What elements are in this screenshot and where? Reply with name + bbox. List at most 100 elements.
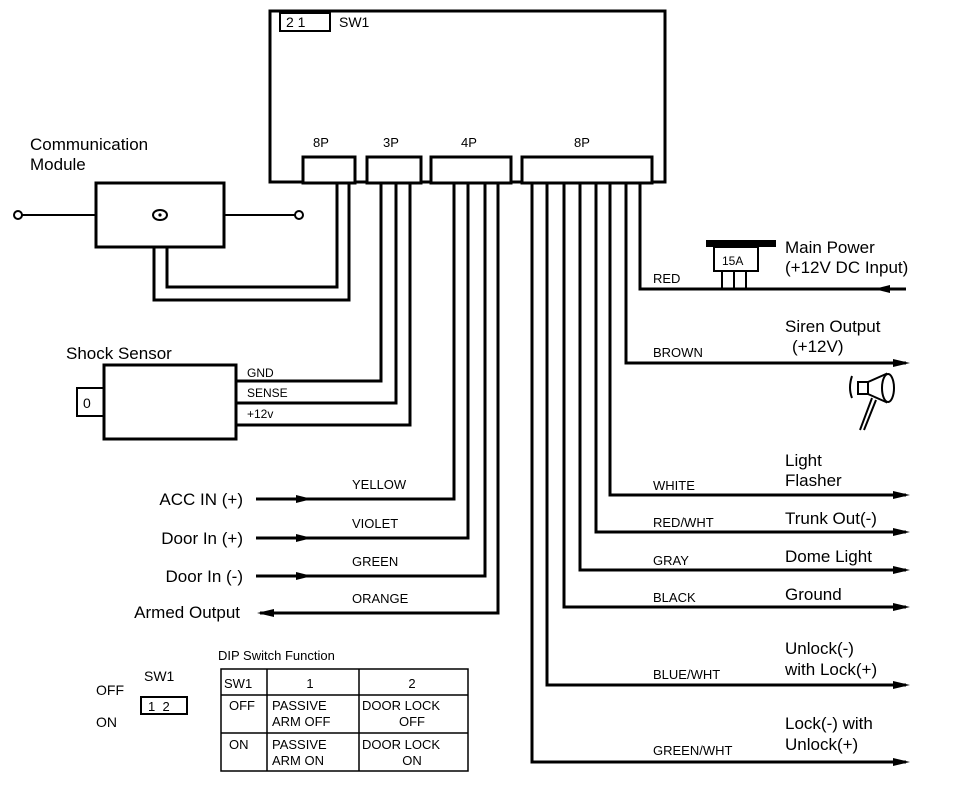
wire-label-orange: ORANGE	[352, 591, 409, 606]
dip-table-title: DIP Switch Function	[218, 648, 335, 663]
dip-function-table	[220, 668, 469, 772]
dip-switch-positions: 1 2	[148, 699, 170, 714]
dip-row-off-col2-line1: DOOR LOCK	[362, 698, 440, 713]
shock-sensor-box	[102, 363, 238, 441]
dip-switch-box	[140, 696, 188, 715]
wire-label-green: GREEN	[352, 554, 398, 569]
lock-label-2: Unlock(+)	[785, 735, 858, 754]
fuse-body	[713, 246, 759, 272]
shock-sensor-pin-sense: SENSE	[247, 386, 288, 400]
arrow-siren	[893, 359, 910, 367]
wire-green-wht	[530, 183, 906, 764]
dome-light-label: Dome Light	[785, 547, 872, 566]
wire-brown	[624, 183, 906, 365]
wire-label-red: RED	[653, 271, 680, 286]
arrow-door-in-plus	[296, 534, 312, 542]
arrow-light-flasher	[893, 491, 910, 499]
connector-8p-right	[520, 155, 654, 185]
siren-label-2: (+12V)	[792, 337, 844, 356]
arrow-door-in-minus	[296, 572, 312, 580]
fuse-holder	[706, 240, 776, 247]
wire-label-red-wht: RED/WHT	[653, 515, 714, 530]
antenna-terminal-right	[294, 210, 304, 220]
comm-module-lens-icon	[152, 209, 168, 221]
dip-on-label: ON	[96, 714, 117, 730]
connector-label-8p-right: 8P	[574, 135, 590, 150]
arrow-lock	[893, 758, 910, 766]
sw1-switch-positions: 2 1	[286, 14, 306, 30]
dip-row-on-col2-line1: DOOR LOCK	[362, 737, 440, 752]
connector-8p-left	[301, 155, 357, 185]
dip-row-on-state: ON	[229, 737, 249, 752]
left-label-door-in-plus: Door In (+)	[161, 529, 243, 548]
connector-label-4p: 4P	[461, 135, 477, 150]
dip-row-off-col2-line2: OFF	[399, 714, 425, 729]
arrow-ground	[893, 603, 910, 611]
wire-red	[638, 183, 906, 291]
connector-label-3p: 3P	[383, 135, 399, 150]
main-power-label-2: (+12V DC Input)	[785, 258, 908, 277]
sensor-wire-sense	[236, 183, 398, 405]
sw1-switch-label: SW1	[339, 14, 370, 30]
dip-row-off-state: OFF	[229, 698, 255, 713]
comm-module-label-2: Module	[30, 155, 86, 174]
wire-label-gray: GRAY	[653, 553, 689, 568]
wire-label-brown: BROWN	[653, 345, 703, 360]
arrow-unlock	[893, 681, 910, 689]
dip-row-off-col1-line2: ARM OFF	[272, 714, 331, 729]
wire-black	[562, 183, 906, 609]
shock-sensor-label: Shock Sensor	[66, 344, 172, 363]
comm-module-label-1: Communication	[30, 135, 148, 154]
dip-row-on-col1-line1: PASSIVE	[272, 737, 327, 752]
siren-horn-icon	[849, 372, 895, 431]
antenna-terminal-left	[13, 210, 23, 220]
dip-table-header-1: 1	[306, 676, 313, 691]
connector-3p	[365, 155, 423, 185]
control-unit-box	[268, 9, 667, 184]
dip-off-label: OFF	[96, 682, 124, 698]
dip-sw1-label: SW1	[144, 668, 175, 684]
dip-row-on-col1-line2: ARM ON	[272, 753, 324, 768]
lock-label-1: Lock(-) with	[785, 714, 873, 733]
dip-table-header-2: 2	[408, 676, 415, 691]
dip-row-on-col2-line2: ON	[402, 753, 422, 768]
siren-label-1: Siren Output	[785, 317, 881, 336]
wire-white	[608, 183, 906, 497]
shock-sensor-pin-12v: +12v	[247, 407, 273, 421]
light-flasher-label-1: Light	[785, 451, 822, 470]
arrow-trunk-out	[893, 528, 910, 536]
arrow-acc-in	[296, 495, 312, 503]
wire-violet	[256, 183, 470, 540]
wire-label-blue-wht: BLUE/WHT	[653, 667, 720, 682]
wire-label-violet: VIOLET	[352, 516, 398, 531]
left-label-acc-in: ACC IN (+)	[159, 490, 243, 509]
sw1-switch-box	[279, 12, 331, 32]
unlock-label-1: Unlock(-)	[785, 639, 854, 658]
left-label-armed-output: Armed Output	[134, 603, 240, 622]
wire-label-white: WHITE	[653, 478, 695, 493]
wire-yellow	[256, 183, 456, 501]
dip-row-off-col1-line1: PASSIVE	[272, 698, 327, 713]
sensor-wire-gnd	[236, 183, 383, 383]
light-flasher-label-2: Flasher	[785, 471, 842, 490]
dip-table-header-sw1: SW1	[224, 676, 252, 691]
fuse-rating: 15A	[722, 254, 743, 268]
main-power-label-1: Main Power	[785, 238, 875, 257]
left-label-door-in-minus: Door In (-)	[166, 567, 243, 586]
connector-label-8p-left: 8P	[313, 135, 329, 150]
wire-orange	[260, 183, 500, 615]
sensor-wire-12v	[236, 183, 412, 427]
unlock-label-2: with Lock(+)	[784, 660, 877, 679]
wire-red-wht	[594, 183, 906, 534]
wire-label-yellow: YELLOW	[352, 477, 407, 492]
arrow-dome-light	[893, 566, 910, 574]
wire-blue-wht	[545, 183, 906, 687]
shock-sensor-plug-label: 0	[83, 395, 91, 411]
wire-gray	[578, 183, 906, 572]
shock-sensor-pin-gnd: GND	[247, 366, 274, 380]
comm-module-lens-dot	[158, 213, 162, 217]
trunk-out-label: Trunk Out(-)	[785, 509, 877, 528]
wire-label-green-wht: GREEN/WHT	[653, 743, 733, 758]
ground-label: Ground	[785, 585, 842, 604]
